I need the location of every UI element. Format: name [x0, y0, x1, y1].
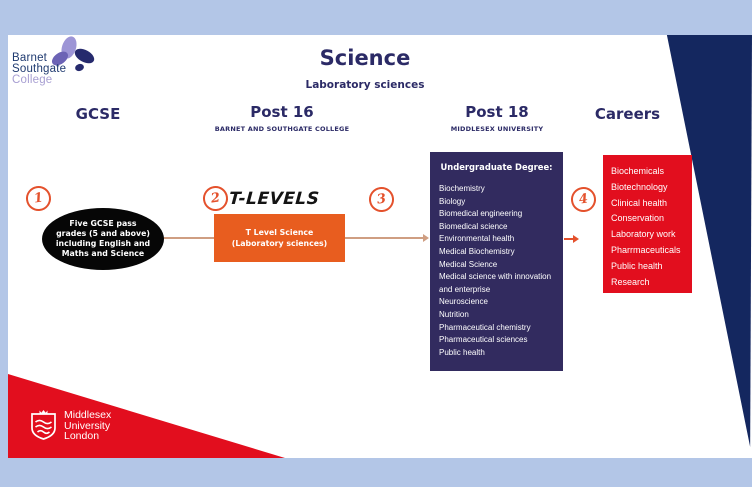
college-logo-line3: College	[12, 74, 53, 86]
post16-label: Post 16	[250, 103, 314, 121]
college-logo-line2: Southgate	[12, 63, 67, 75]
t-level-course-text: T Level Science (Laboratory sciences)	[231, 228, 328, 248]
degree-item: Pharmaceutical sciences	[439, 335, 528, 345]
career-item: Laboratory work	[611, 229, 676, 240]
degree-heading: Undergraduate Degree:	[440, 162, 553, 172]
degree-item: Medical Science	[439, 259, 498, 269]
shield-icon	[30, 409, 57, 446]
university-logo-line3: London	[64, 430, 100, 442]
degree-item: Medical Biochemistry	[439, 246, 515, 256]
university-logo: Middlesex University London	[30, 409, 111, 446]
career-item: Clinical health	[611, 197, 668, 208]
degree-item: Medical science with innovation and ente…	[439, 272, 552, 294]
column-header-gcse: GCSE	[75, 105, 121, 123]
career-item: Research	[611, 276, 650, 287]
post18-label: Post 18	[465, 103, 529, 121]
column-header-careers: Careers	[594, 105, 661, 123]
page-title: Science	[319, 46, 411, 70]
degree-item: Neuroscience	[439, 297, 488, 307]
t-levels-logo: T-LEVELS	[228, 189, 321, 209]
career-item: Pharrmaceuticals	[611, 244, 681, 255]
career-item: Biochemicals	[611, 166, 665, 176]
degree-item: Public health	[439, 347, 485, 357]
column-header-post18: Post 18 MIDDLESEX UNIVERSITY	[428, 103, 566, 133]
career-item: Biotechnology	[611, 181, 668, 192]
page-subtitle: Laboratory sciences	[305, 79, 425, 91]
career-item: Conservation	[611, 213, 665, 224]
post16-sublabel: BARNET AND SOUTHGATE COLLEGE	[214, 125, 350, 133]
career-item: Public health	[611, 260, 663, 271]
university-logo-line2: University	[64, 419, 111, 432]
column-header-post16: Post 16 BARNET AND SOUTHGATE COLLEGE	[207, 103, 357, 133]
degree-item: Environmental health	[439, 234, 515, 244]
degree-item: Biochemistry	[439, 184, 485, 193]
university-logo-text: Middlesex University London	[64, 409, 111, 446]
t-level-course-box: T Level Science (Laboratory sciences)	[214, 214, 345, 262]
degree-item: Nutrition	[439, 309, 469, 319]
degree-item: Biomedical science	[439, 221, 508, 231]
college-logo-line1: Barnet	[12, 52, 48, 64]
gcse-requirement-text: Five GCSE pass grades (5 and above) incl…	[55, 219, 151, 258]
connector-line-2	[564, 238, 574, 240]
post18-sublabel: MIDDLESEX UNIVERSITY	[450, 125, 544, 133]
degree-item: Biology	[439, 196, 466, 206]
arrow-right-icon	[423, 234, 429, 242]
university-logo-line1: Middlesex	[64, 409, 112, 421]
arrow-right-icon	[573, 235, 579, 243]
college-logo: Barnet Southgate College	[12, 52, 67, 86]
gcse-requirement-oval: Five GCSE pass grades (5 and above) incl…	[42, 208, 164, 270]
degree-item: Pharmaceutical chemistry	[439, 322, 531, 332]
degree-item: Biomedical engineering	[439, 209, 523, 219]
